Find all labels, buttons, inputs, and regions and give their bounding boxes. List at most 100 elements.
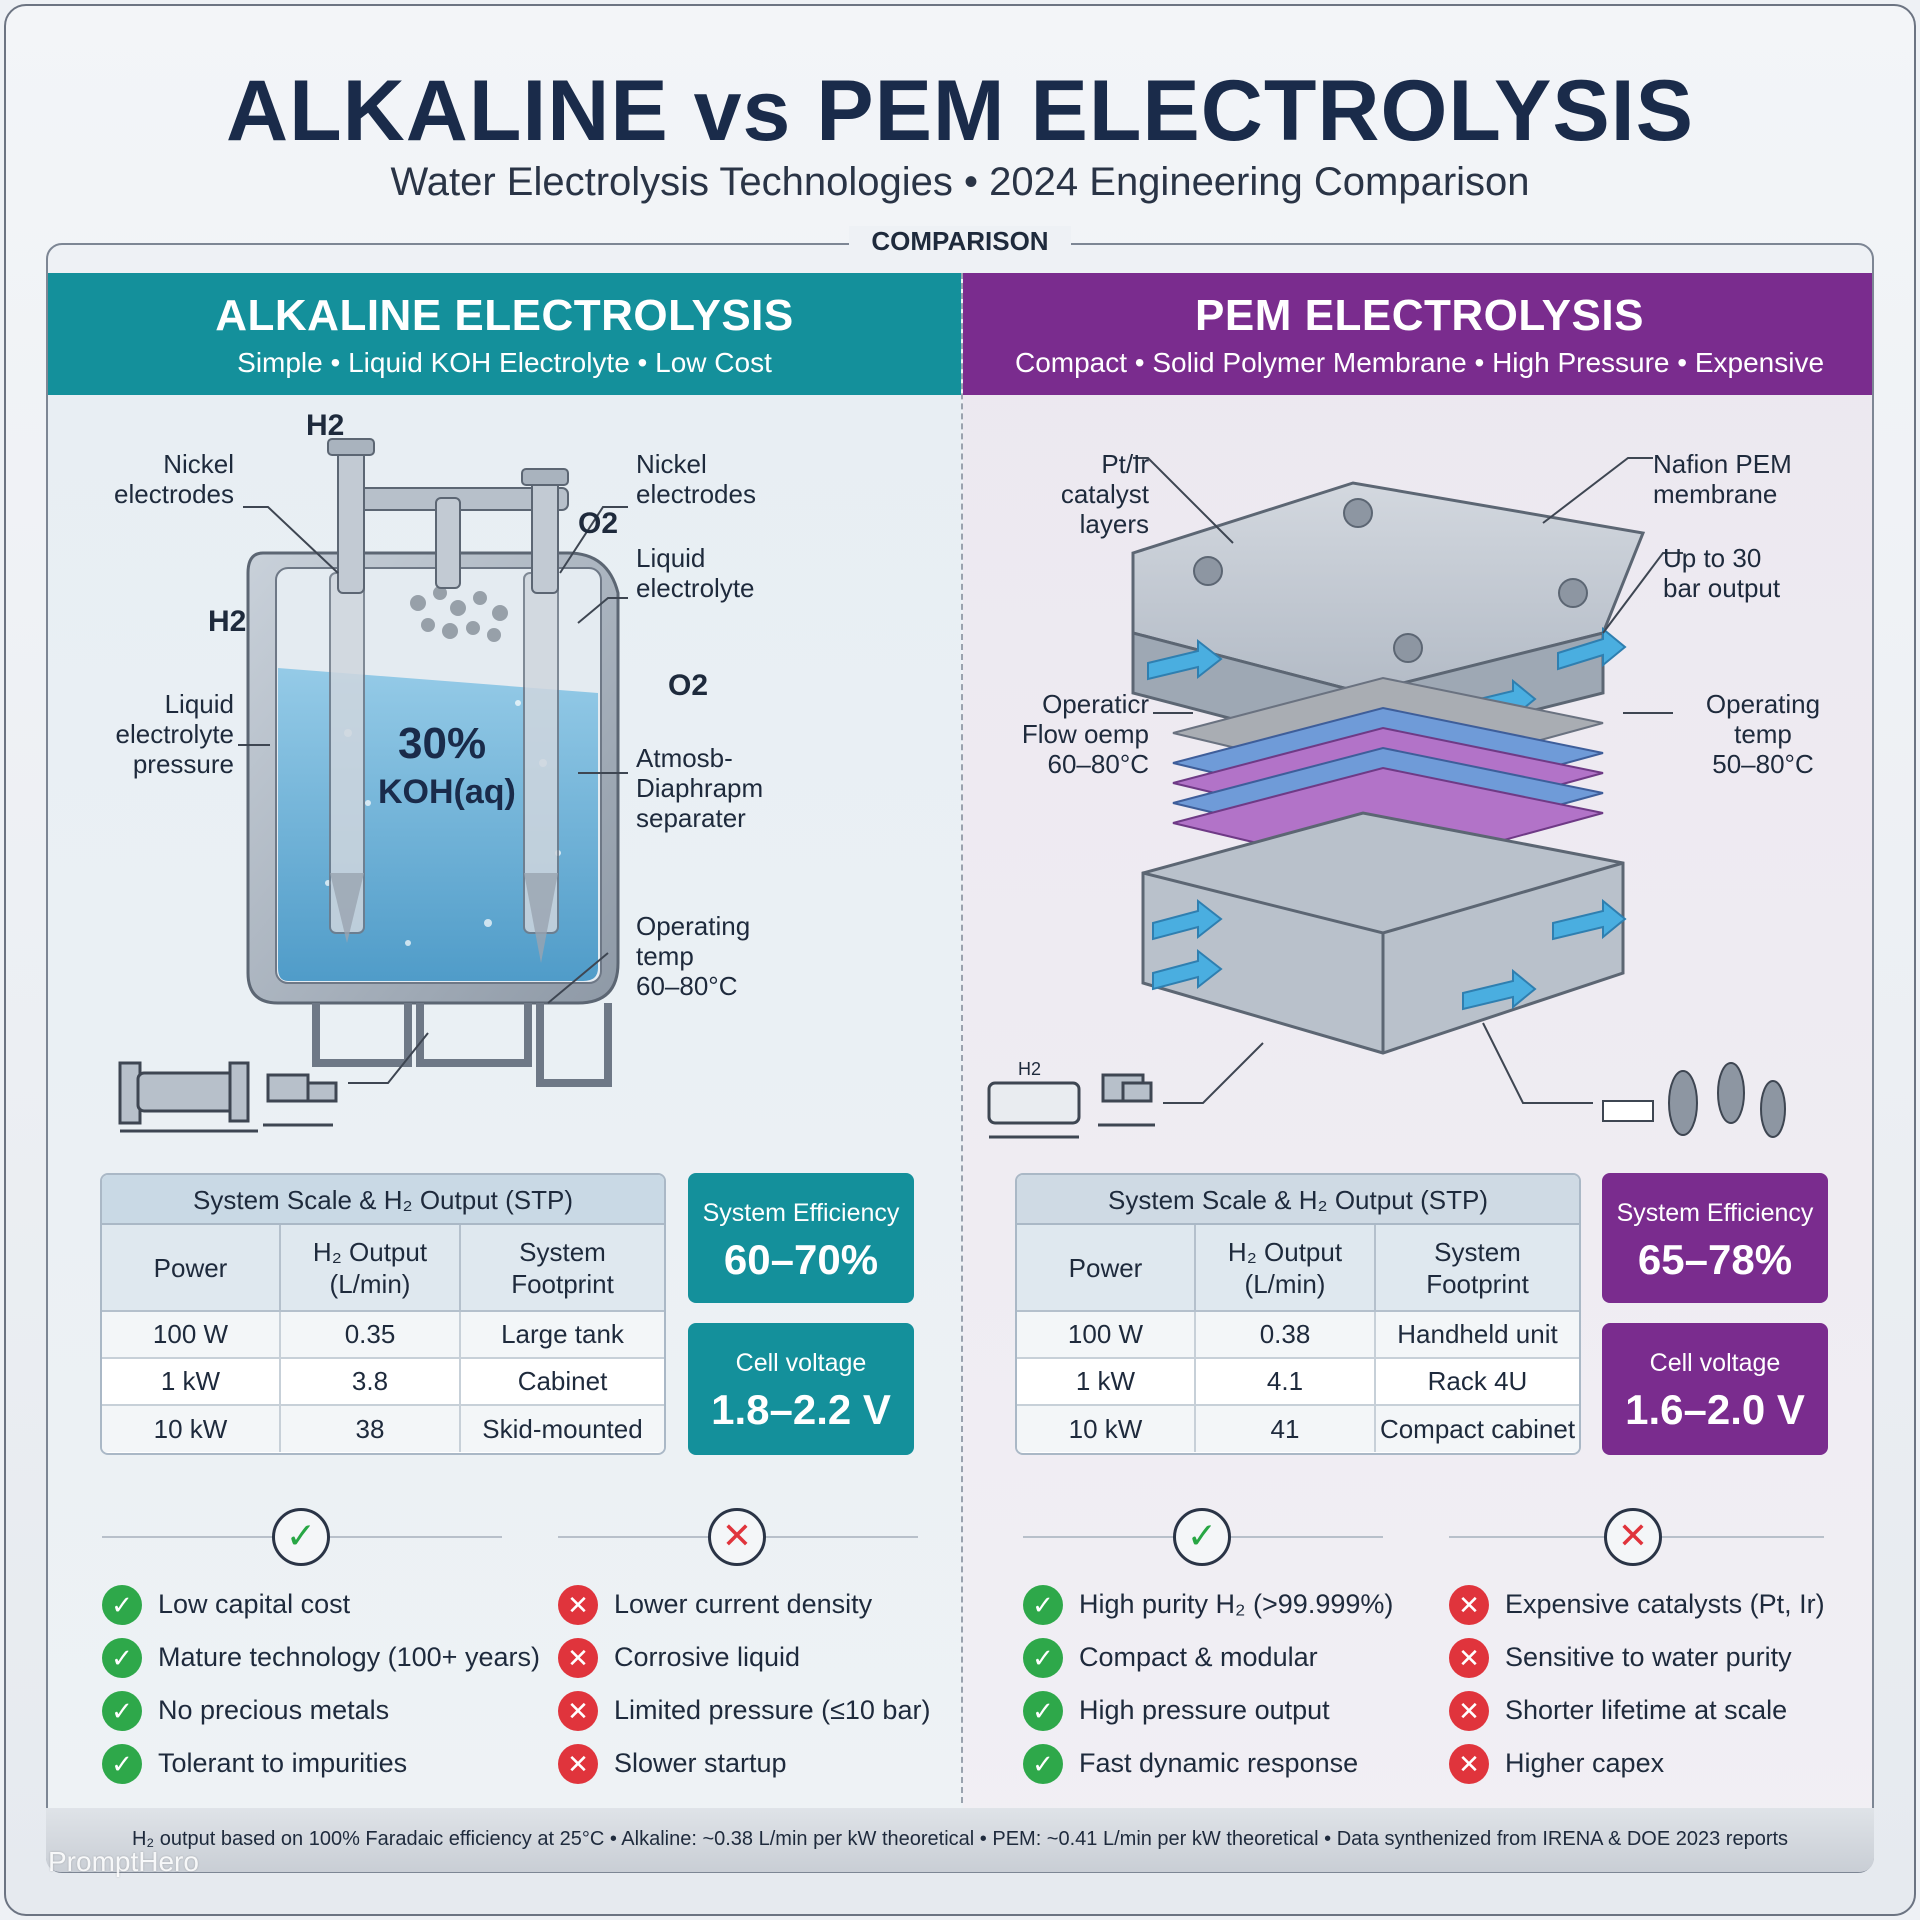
o2-top-label: O2	[578, 507, 618, 540]
cell-output: 4.1	[1195, 1358, 1376, 1406]
pem-stack-illustration: H2	[987, 457, 1786, 1139]
cell-output: 41	[1195, 1405, 1376, 1452]
alkaline-cell-illustration: 30% KOH(aq) H2 H2 O2 O2	[118, 409, 708, 1133]
cell-footprint: Large tank	[460, 1311, 664, 1359]
table-title: System Scale & H₂ Output (STP)	[1017, 1175, 1579, 1225]
pem-voltage-card: Cell voltage 1.6–2.0 V	[1602, 1323, 1828, 1455]
list-item: ✕Lower current density	[558, 1578, 918, 1631]
list-item: ✕Corrosive liquid	[558, 1631, 918, 1684]
list-item: ✓High purity H₂ (>99.999%)	[1023, 1578, 1393, 1631]
pem-pros-cons: ✓ ✓High purity H₂ (>99.999%) ✓Compact & …	[963, 1508, 1872, 1808]
voltage-value: 1.6–2.0 V	[1625, 1386, 1805, 1433]
pem-title: PEM ELECTROLYSIS	[1195, 291, 1644, 340]
voltage-value: 1.8–2.2 V	[711, 1386, 891, 1433]
cell-power: 100 W	[1017, 1311, 1196, 1359]
cross-icon: ✕	[1449, 1637, 1489, 1678]
cell-power: 10 kW	[102, 1405, 281, 1452]
callout-nickel-electrodes-right: Nickel electrodes	[636, 449, 756, 509]
cell-power: 1 kW	[1017, 1358, 1196, 1406]
cross-icon: ✕	[558, 1743, 598, 1784]
comparison-panel: ALKALINE ELECTROLYSIS Simple • Liquid KO…	[46, 243, 1874, 1873]
cross-icon: ✕	[558, 1584, 598, 1625]
pem-diagram: H2 Pt/Ir catal	[963, 403, 1872, 1183]
efficiency-label: System Efficiency	[1616, 1199, 1814, 1227]
callout-catalyst-layers: Pt/Ir catalyst layers	[1060, 449, 1149, 539]
pem-section: PEM ELECTROLYSIS Compact • Solid Polymer…	[963, 273, 1872, 1871]
col-header-output: H₂ Output (L/min)	[1195, 1225, 1376, 1312]
cell-footprint: Cabinet	[460, 1358, 664, 1406]
alkaline-voltage-card: Cell voltage 1.8–2.2 V	[688, 1323, 914, 1455]
col-header-footprint: System Footprint	[460, 1225, 664, 1312]
electrolyte-percent: 30%	[398, 719, 486, 768]
check-icon: ✓	[272, 1508, 330, 1566]
cell-power: 1 kW	[102, 1358, 281, 1406]
pem-pros: ✓ ✓High purity H₂ (>99.999%) ✓Compact & …	[1023, 1508, 1393, 1790]
callout-pressure: Up to 30 bar output	[1663, 543, 1781, 603]
footnote: H₂ output based on 100% Faradaic efficie…	[131, 1828, 1789, 1850]
list-item: ✕Slower startup	[558, 1737, 918, 1790]
pem-efficiency-card: System Efficiency 65–78%	[1602, 1173, 1828, 1303]
footprint-icon	[1668, 1062, 1786, 1138]
pem-tagline: Compact • Solid Polymer Membrane • High …	[1014, 347, 1825, 378]
cell-output: 0.35	[280, 1311, 461, 1359]
efficiency-value: 60–70%	[723, 1236, 879, 1283]
cell-output: 0.38	[1195, 1311, 1376, 1359]
alkaline-pros-cons: ✓ ✓Low capital cost ✓Mature technology (…	[48, 1508, 961, 1808]
page-title: ALKALINE vs PEM ELECTROLYSIS	[226, 63, 1694, 159]
table-row: 1 kW 4.1 Rack 4U	[1017, 1358, 1579, 1406]
cell-footprint: Compact cabinet	[1375, 1405, 1579, 1452]
section-divider	[961, 273, 963, 1803]
cross-icon: ✕	[1449, 1584, 1489, 1625]
alkaline-scale-table: System Scale & H₂ Output (STP) Power H₂ …	[100, 1173, 666, 1455]
table-row: 10 kW 41 Compact cabinet	[1017, 1405, 1579, 1452]
callout-liquid-pressure: Liquid electrolyte pressure	[115, 689, 235, 779]
page-subtitle: Water Electrolysis Technologies • 2024 E…	[390, 160, 1530, 204]
list-item: ✓No precious metals	[102, 1684, 502, 1737]
list-item: ✓High pressure output	[1023, 1684, 1383, 1737]
alkaline-diagram: 30% KOH(aq) H2 H2 O2 O2 Nickel electrode…	[48, 403, 961, 1183]
callout-liquid-electrolyte: Liquid electrolyte	[636, 543, 755, 603]
cross-icon: ✕	[1604, 1508, 1662, 1566]
cross-icon: ✕	[1449, 1743, 1489, 1784]
check-icon: ✓	[1023, 1584, 1063, 1625]
check-icon: ✓	[1023, 1743, 1063, 1784]
list-item: ✕Limited pressure (≤10 bar)	[558, 1684, 930, 1737]
cross-icon: ✕	[1449, 1690, 1489, 1731]
cell-output: 38	[280, 1405, 461, 1452]
pem-header: PEM ELECTROLYSIS Compact • Solid Polymer…	[963, 273, 1872, 395]
footer-bar	[46, 1808, 1874, 1872]
alkaline-cons: ✕ ✕Lower current density ✕Corrosive liqu…	[558, 1508, 930, 1790]
table-row: 100 W 0.38 Handheld unit	[1017, 1311, 1579, 1359]
voltage-label: Cell voltage	[1649, 1349, 1781, 1377]
check-icon: ✓	[102, 1743, 142, 1784]
pem-scale-table: System Scale & H₂ Output (STP) Power H₂ …	[1015, 1173, 1581, 1455]
callout-operating-temp: Operating temp 50–80°C	[1705, 689, 1821, 779]
cross-icon: ✕	[708, 1508, 766, 1566]
check-icon: ✓	[102, 1584, 142, 1625]
col-header-power: Power	[102, 1225, 281, 1312]
cell-footprint: Handheld unit	[1375, 1311, 1579, 1359]
ruler-icon	[1602, 1100, 1654, 1122]
alkaline-efficiency-card: System Efficiency 60–70%	[688, 1173, 914, 1303]
efficiency-label: System Efficiency	[702, 1199, 900, 1227]
cell-output: 3.8	[280, 1358, 461, 1406]
callout-nickel-electrodes-left: Nickel electrodes	[114, 449, 234, 509]
table-row: 10 kW 38 Skid-mounted	[102, 1405, 664, 1452]
alkaline-title: ALKALINE ELECTROLYSIS	[215, 291, 794, 340]
watermark: PromptHero	[48, 1846, 199, 1877]
list-item: ✓Compact & modular	[1023, 1631, 1383, 1684]
callout-diaphragm: Atmosb- Diaphrapm separater	[636, 743, 764, 833]
check-icon: ✓	[1173, 1508, 1231, 1566]
voltage-label: Cell voltage	[735, 1349, 867, 1377]
table-row: 1 kW 3.8 Cabinet	[102, 1358, 664, 1406]
col-header-power: Power	[1017, 1225, 1196, 1312]
check-icon: ✓	[102, 1637, 142, 1678]
efficiency-value: 65–78%	[1637, 1236, 1793, 1283]
cell-footprint: Skid-mounted	[460, 1405, 664, 1452]
pem-cons: ✕ ✕Expensive catalysts (Pt, Ir) ✕Sensiti…	[1449, 1508, 1825, 1790]
check-icon: ✓	[1023, 1637, 1063, 1678]
cell-footprint: Rack 4U	[1375, 1358, 1579, 1406]
list-item: ✓Mature technology (100+ years)	[102, 1631, 540, 1684]
col-header-footprint: System Footprint	[1375, 1225, 1579, 1312]
list-item: ✕Higher capex	[1449, 1737, 1824, 1790]
